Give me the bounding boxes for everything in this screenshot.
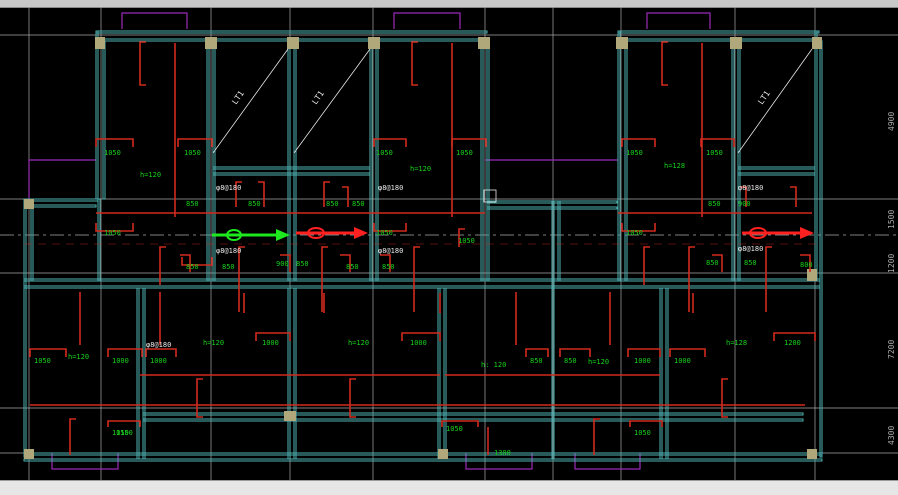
label-1050-e: 1050 [626,149,643,157]
axis-lines [0,7,898,480]
selection-marker[interactable] [483,189,497,203]
label-850-n: 850 [564,357,577,365]
label-h120-6: h: 120 [481,361,506,369]
label-h120-3: h=120 [68,353,89,361]
label-1000-a: 1000 [112,357,129,365]
cad-drawing-canvas[interactable]: h=120 h=120 h=128 h=120 h=120 h=120 h: 1… [0,7,898,480]
label-1050-g: 1050 [104,229,121,237]
stair-label-2: LT1 [310,89,326,106]
red-arrow-2 [742,227,814,239]
label-850-l: 850 [744,259,757,267]
label-850-k: 850 [706,259,719,267]
label-1000-b: 1000 [150,357,167,365]
column-markers [24,37,822,459]
label-1300: 1300 [494,449,511,457]
window-titlebar [0,0,898,8]
side-dim-1500: 1500 [887,210,896,229]
label-1050-n: 1050 [634,429,651,437]
label-850-c: 850 [326,200,339,208]
label-850-d: 850 [352,200,365,208]
stair-diagonals [212,48,813,154]
rebar-lines [24,41,820,455]
side-dim-4900: 4900 [887,112,896,131]
label-1050-c: 1050 [376,149,393,157]
side-dim-4300: 4300 [887,426,896,445]
label-850-m: 850 [530,357,543,365]
side-dim-7200: 7200 [887,340,896,359]
label-850-g: 850 [222,263,235,271]
label-1000-d: 1000 [410,339,427,347]
label-1150: 1150 [116,429,133,437]
label-1050-m: 1050 [446,425,463,433]
stair-label-3: LT1 [756,89,772,106]
label-1050-j: 1050 [458,237,475,245]
label-850-i: 850 [346,263,359,271]
label-phi-7: φ8@180 [146,341,171,349]
label-1050-l: 1050 [112,429,129,437]
label-h120-7: h=120 [588,358,609,366]
label-1050-b: 1050 [184,149,201,157]
label-800: 800 [800,261,813,269]
label-1000-e: 1000 [634,357,651,365]
label-1050-a: 1050 [104,149,121,157]
label-1050-f: 1050 [706,149,723,157]
label-1050-d: 1050 [456,149,473,157]
label-h120-2: h=120 [410,165,431,173]
label-850-j: 850 [382,263,395,271]
label-phi-4: φ8@180 [216,247,241,255]
label-phi-6: φ8@180 [738,245,763,253]
label-1050-i: 1050 [626,229,643,237]
label-850-a: 850 [186,200,199,208]
label-phi-3: φ8@180 [738,184,763,192]
label-h120-4: h=120 [203,339,224,347]
label-850-h: 850 [296,260,309,268]
label-1200: 1200 [784,339,801,347]
label-1050-k: 1050 [34,357,51,365]
stair-label-1: LT1 [230,89,246,106]
label-1050-h: 1050 [376,229,393,237]
label-900-a: 900 [276,260,289,268]
label-phi-2: φ8@180 [378,184,403,192]
label-phi-1: φ8@180 [216,184,241,192]
label-h128: h=128 [664,162,685,170]
label-850-b: 850 [248,200,261,208]
label-h120-1: h=120 [140,171,161,179]
label-phi-5: φ8@180 [378,247,403,255]
label-1000-f: 1000 [674,357,691,365]
status-bar [0,480,898,495]
side-dim-1200: 1200 [887,254,896,273]
label-h120-5: h=120 [348,339,369,347]
label-900-b: 900 [738,200,751,208]
label-1000-c: 1000 [262,339,279,347]
label-h128-2: h=128 [726,339,747,347]
red-arrow-1 [296,227,368,239]
green-arrow [212,229,290,241]
label-850-e: 850 [708,200,721,208]
label-850-f: 850 [186,263,199,271]
